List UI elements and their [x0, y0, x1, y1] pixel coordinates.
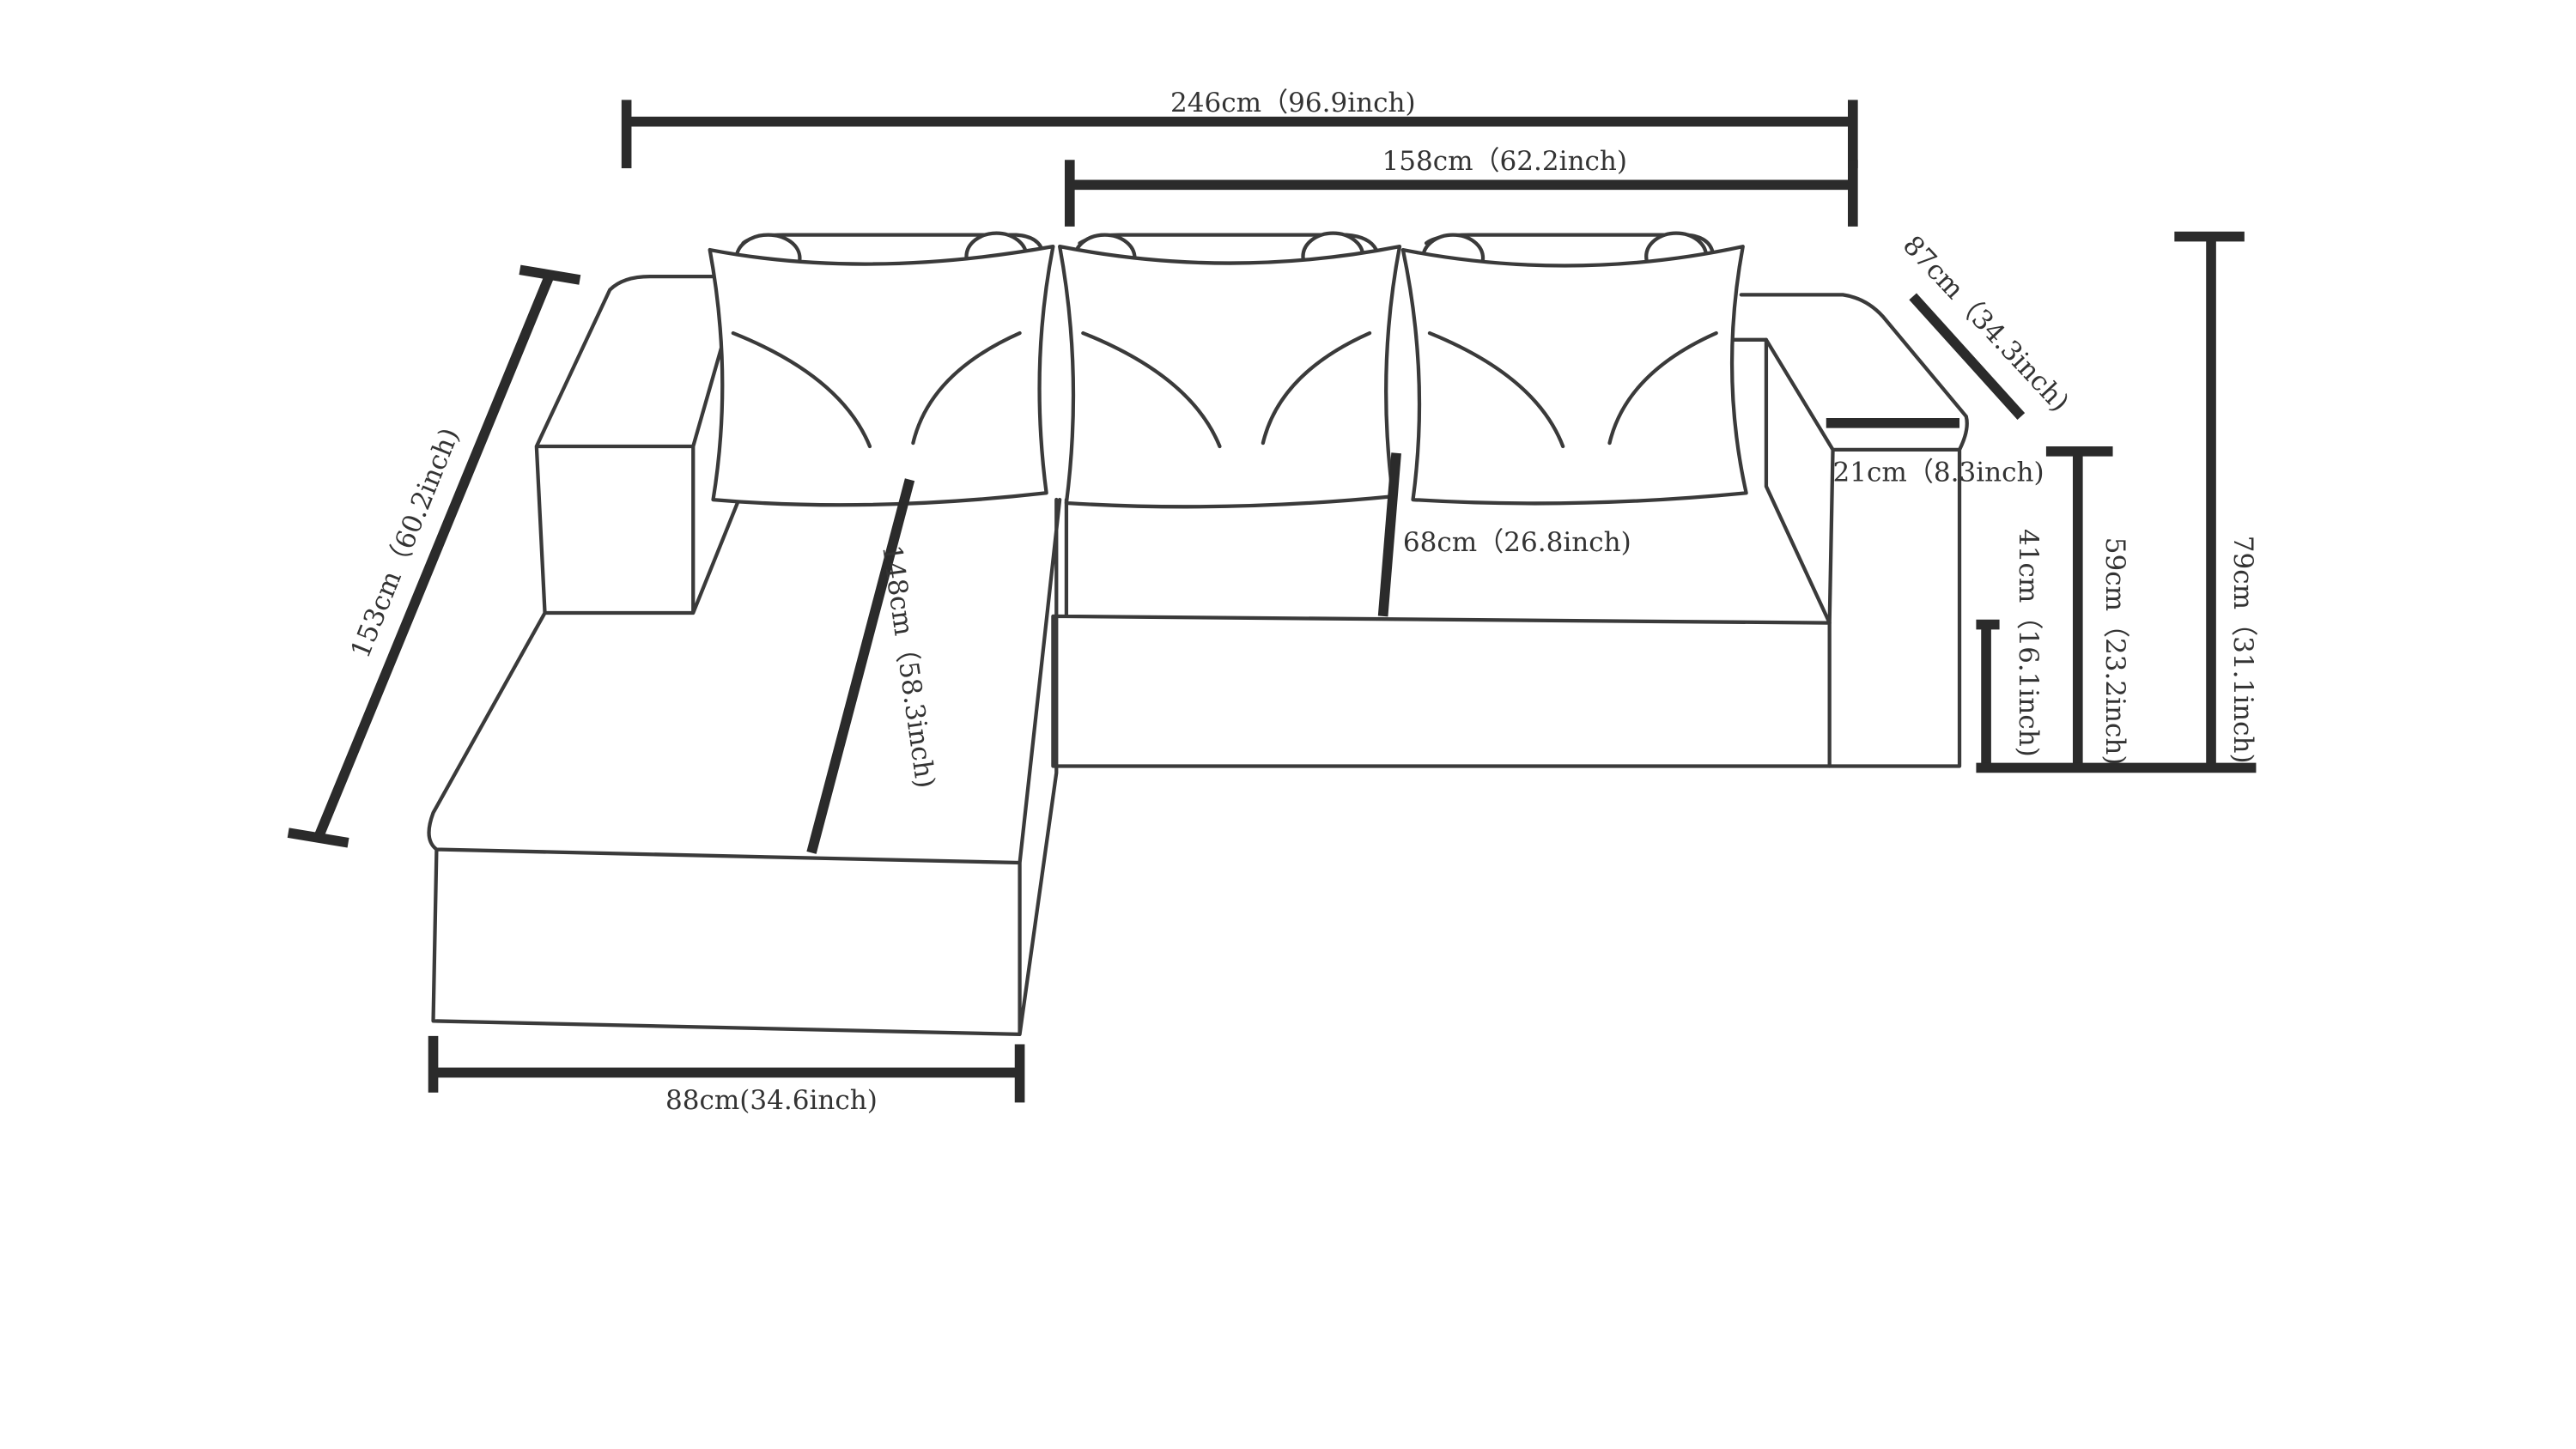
- label-total-width: 246cm（96.9inch): [1170, 88, 1416, 118]
- label-total-height: 79cm（31.1inch): [2227, 536, 2258, 764]
- dim-line-seat-height: [1976, 619, 2000, 768]
- pillow-2-crease: [1081, 330, 1372, 449]
- label-arm-height: 59cm（23.2inch): [2099, 537, 2130, 766]
- label-seat-depth: 68cm（26.8inch): [1403, 527, 1631, 558]
- right-armrest: [1739, 293, 1969, 768]
- dim-line-chaise-length: [287, 264, 581, 848]
- dim-line-depth-angled: [1909, 293, 2026, 420]
- dim-line-total-width: [621, 100, 1858, 168]
- dim-line-total-height: [1976, 231, 2257, 773]
- label-seat-height: 41cm（16.1inch): [2013, 529, 2044, 757]
- dim-line-arm-height: [2045, 446, 2113, 768]
- pillow-2: [1058, 245, 1402, 509]
- chaise-body: [427, 497, 1062, 1037]
- dim-line-chaise-seat-length: [806, 478, 915, 854]
- pillow-3: [1400, 245, 1748, 506]
- label-depth-angled: 87cm（34.3inch): [1897, 230, 2075, 418]
- chaise-armrest: [534, 274, 744, 615]
- pillow-3-crease: [1427, 330, 1718, 449]
- dimension-labels: 246cm（96.9inch) 158cm（62.2inch) 87cm（34.…: [345, 88, 2258, 1116]
- dim-line-seat-width: [1064, 160, 1858, 227]
- label-chaise-seat-length: 148cm（58.3inch): [876, 543, 940, 791]
- sofa-outline: [427, 231, 1969, 1037]
- label-armrest-width: 21cm（8.3inch): [1833, 458, 2044, 488]
- pillow-1-crease: [731, 330, 1022, 449]
- pillow-1: [708, 245, 1055, 507]
- dim-line-chaise-width: [428, 1035, 1025, 1103]
- dimension-lines: [287, 100, 2257, 1103]
- label-seat-width: 158cm（62.2inch): [1382, 146, 1627, 177]
- dim-line-seat-depth: [1377, 452, 1401, 617]
- label-chaise-width: 88cm(34.6inch): [665, 1085, 878, 1116]
- back-rest: [741, 233, 1715, 485]
